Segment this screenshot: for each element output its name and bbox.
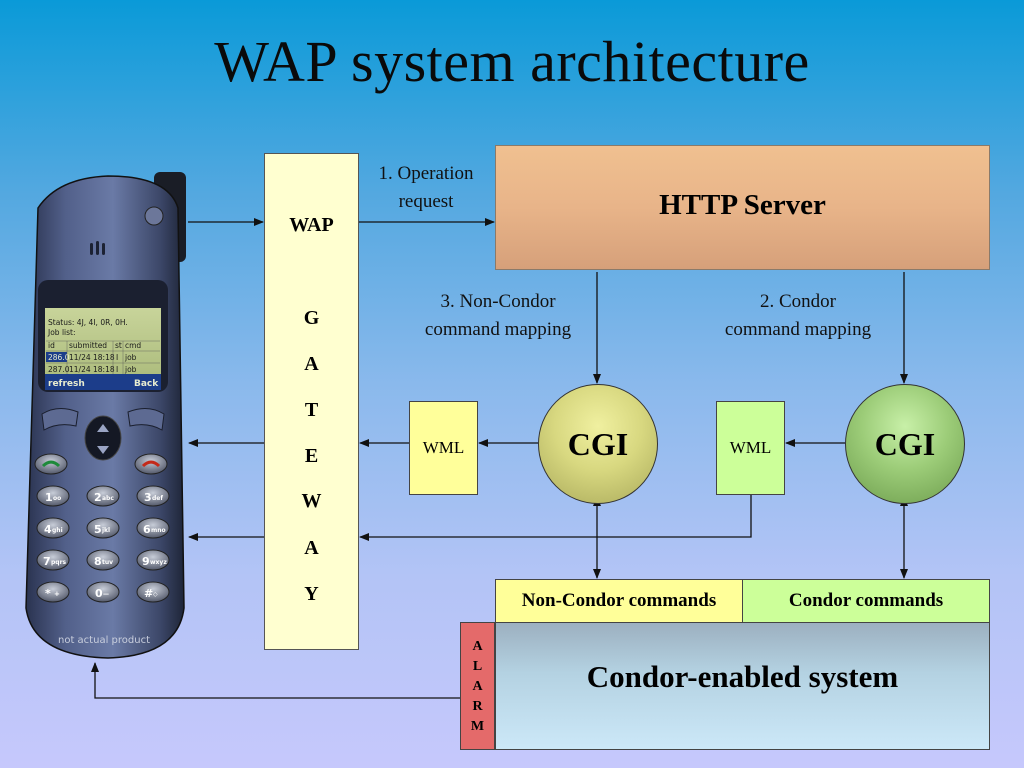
left-soft-key — [41, 408, 79, 431]
screen-row-date: 11/24 18:18 — [69, 365, 115, 374]
svg-text:#: # — [144, 587, 153, 600]
screen-row-status: I — [116, 365, 118, 374]
screen-row-status: I — [116, 353, 118, 362]
svg-text:2: 2 — [94, 491, 102, 504]
condor-mapping-label: 2. Condor command mapping — [724, 291, 872, 340]
keypad-key-3: 3 def — [136, 485, 170, 507]
gateway-letter: E — [304, 445, 319, 467]
keypad-key-5: 5 jkl — [86, 517, 120, 539]
screen-header-cmd: cmd — [125, 341, 141, 350]
keypad-key-4: 4 ghi — [36, 517, 70, 539]
keypad-key-1: 1 oo — [36, 485, 70, 507]
wap-gateway-box: WAP G A T E W A Y — [264, 153, 359, 650]
power-button — [144, 206, 164, 226]
keypad-key-9: 9 wxyz — [136, 549, 170, 571]
svg-text:◇: ◇ — [153, 591, 158, 598]
condor-enabled-system-label: Condor-enabled system — [586, 659, 899, 694]
nav-down-icon — [97, 446, 109, 454]
http-server-box: HTTP Server — [495, 145, 990, 270]
svg-text:abc: abc — [102, 495, 114, 502]
svg-text:8: 8 — [94, 555, 102, 568]
wml-right-to-gateway-line — [359, 495, 752, 541]
svg-text:*: * — [45, 587, 51, 600]
alarm-letter: A — [472, 639, 483, 654]
screen-row-id: 287.0 — [48, 365, 70, 374]
gateway-wap-label: WAP — [289, 214, 334, 236]
screen-row-cmd: job — [124, 365, 137, 374]
operation-request-label: 1. Operation request — [378, 163, 474, 212]
gateway-letter: T — [304, 399, 319, 421]
nav-key — [84, 415, 122, 461]
page-title: WAP system architecture — [214, 29, 810, 94]
svg-text:tuv: tuv — [102, 559, 113, 566]
end-key — [134, 453, 168, 475]
svg-text:1: 1 — [45, 491, 53, 504]
keypad-key-star: * + — [36, 581, 70, 603]
soft-key-refresh: refresh — [48, 379, 85, 389]
svg-text:mno: mno — [151, 527, 166, 534]
svg-text:4: 4 — [44, 523, 52, 536]
alarm-letter: L — [472, 659, 483, 674]
keypad-key-8: 8 tuv — [86, 549, 120, 571]
nav-up-icon — [97, 424, 109, 432]
svg-text:+: + — [54, 590, 60, 598]
soft-key-back: Back — [134, 379, 159, 389]
svg-text:—: — — [103, 591, 109, 598]
keypad-key-0: 0 — — [86, 581, 120, 603]
mobile-phone-illustration: Status: 4J, 4I, 0R, 0H. Job list: id sub… — [25, 172, 186, 659]
condor-commands-box: Condor commands — [742, 579, 990, 623]
non-condor-commands-box: Non-Condor commands — [495, 579, 743, 623]
keypad-key-hash: # ◇ — [136, 581, 170, 603]
gateway-letter: A — [304, 353, 319, 375]
screen-job-list: Job list: — [47, 328, 76, 337]
screen-row-date: 11/24 18:18 — [69, 353, 115, 362]
wml-condor-box: WML — [716, 401, 785, 495]
svg-text:jkl: jkl — [101, 527, 110, 534]
screen-status: Status: 4J, 4I, 0R, 0H. — [48, 318, 128, 327]
wml-non-condor-box: WML — [409, 401, 478, 495]
screen-header-submitted: submitted — [69, 341, 107, 350]
gateway-letter: Y — [304, 583, 319, 605]
end-red-icon — [141, 460, 161, 468]
screen-header-id: id — [48, 341, 55, 350]
phone-caption: not actual product — [58, 635, 150, 646]
screen-header-st: st — [115, 341, 122, 350]
cgi-non-condor-node: CGI — [538, 384, 658, 504]
keypad-key-6: 6 mno — [136, 517, 170, 539]
gateway-letter: W — [301, 490, 322, 512]
alarm-letter: M — [470, 719, 485, 734]
svg-text:ghi: ghi — [52, 527, 63, 534]
non-condor-mapping-label: 3. Non-Condor command mapping — [424, 291, 572, 340]
svg-text:def: def — [152, 495, 163, 502]
svg-text:oo: oo — [53, 495, 61, 502]
alarm-letter: A — [472, 679, 483, 694]
call-key — [34, 453, 68, 475]
alarm-letter: R — [472, 699, 483, 714]
screen-row-id: 286.0 — [48, 353, 70, 362]
alarm-box: A L A R M — [460, 622, 495, 750]
svg-text:9: 9 — [142, 555, 150, 568]
keypad-key-7: 7 pqrs — [36, 549, 70, 571]
screen-row-cmd: job — [124, 353, 137, 362]
svg-text:pqrs: pqrs — [51, 559, 67, 566]
alarm-to-phone-line — [91, 662, 460, 699]
keypad-key-2: 2 abc — [86, 485, 120, 507]
svg-text:5: 5 — [94, 523, 102, 536]
svg-text:0: 0 — [95, 587, 103, 600]
call-green-icon — [41, 460, 61, 468]
svg-text:6: 6 — [143, 523, 151, 536]
gateway-letter: A — [304, 537, 319, 559]
svg-text:7: 7 — [43, 555, 51, 568]
condor-enabled-system-box: Condor-enabled system — [495, 622, 990, 750]
http-server-label: HTTP Server — [659, 189, 826, 221]
cgi-condor-node: CGI — [845, 384, 965, 504]
svg-text:3: 3 — [144, 491, 152, 504]
gateway-letter: G — [303, 307, 320, 329]
right-soft-key — [127, 408, 165, 431]
svg-text:wxyz: wxyz — [150, 559, 167, 566]
